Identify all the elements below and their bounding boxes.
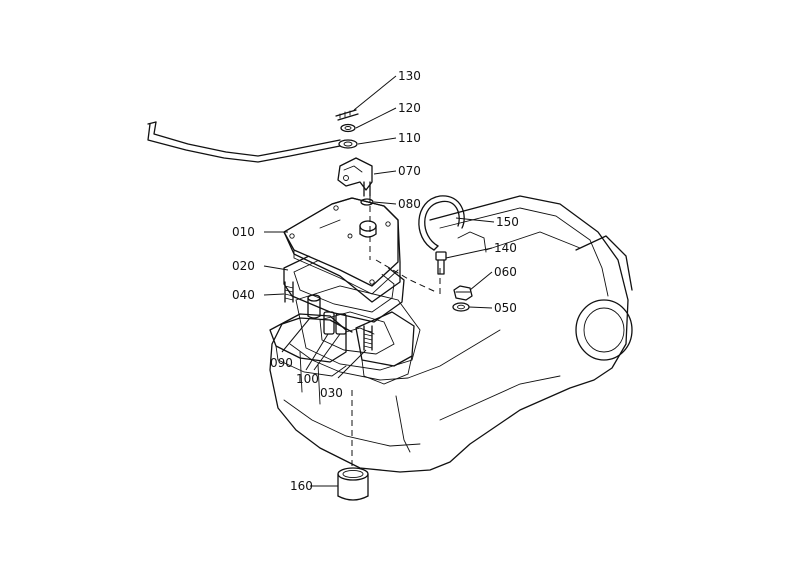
callout-150: 150	[496, 215, 519, 229]
callout-050: 050	[494, 301, 517, 315]
callout-140: 140	[494, 241, 517, 255]
cover-plate-010	[283, 197, 401, 303]
callout-labels: 130 120 110 070 080 010 150 140 020 060 …	[232, 69, 519, 493]
washer-110	[338, 139, 358, 149]
o-ring-080	[360, 198, 374, 206]
callout-010: 010	[232, 225, 255, 239]
eye-bolt-150	[418, 195, 465, 251]
callout-120: 120	[398, 101, 421, 115]
callout-020: 020	[232, 259, 255, 273]
callout-160: 160	[290, 479, 313, 493]
washer-050	[452, 302, 470, 312]
pin-100	[323, 311, 347, 335]
spring-pin-130	[335, 109, 359, 121]
callout-060: 060	[494, 265, 517, 279]
leader-lines	[263, 75, 495, 487]
bushing-160	[337, 467, 369, 501]
engine-housing	[269, 195, 633, 473]
washer-120	[340, 123, 356, 133]
callout-040: 040	[232, 288, 255, 302]
callout-030: 030	[320, 386, 343, 400]
support-bracket	[269, 311, 415, 385]
callout-110: 110	[398, 131, 421, 145]
lever-rod	[147, 121, 341, 163]
callout-090: 090	[270, 356, 293, 370]
callout-080: 080	[398, 197, 421, 211]
lever-arm-070	[337, 157, 373, 197]
stud-030	[363, 325, 373, 351]
stud-040	[284, 281, 294, 303]
bolt-140	[435, 251, 447, 275]
callout-070: 070	[398, 164, 421, 178]
nut-060	[453, 285, 473, 301]
sleeve-090	[307, 294, 321, 319]
callout-130: 130	[398, 69, 421, 83]
callout-100: 100	[296, 372, 319, 386]
